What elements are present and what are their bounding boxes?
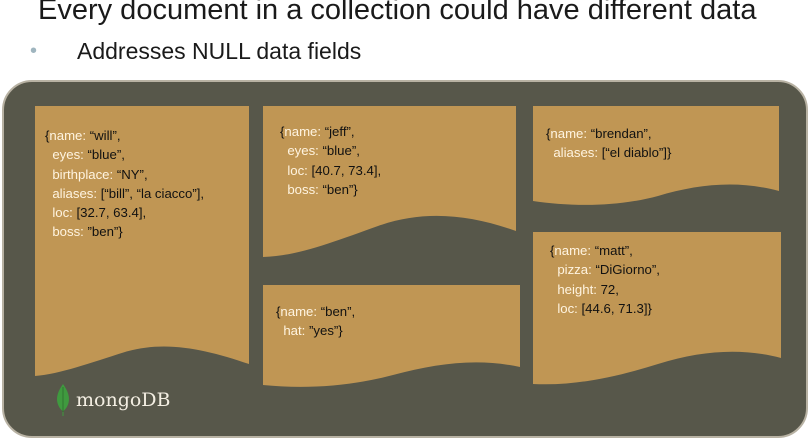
field-value: “NY”, <box>116 166 148 182</box>
mongodb-logo: mongoDB <box>56 384 171 416</box>
document-line: loc: [32.7, 63.4], <box>45 203 204 222</box>
field-value: “blue”, <box>322 143 360 159</box>
field-value: “brendan”, <box>590 126 652 141</box>
brace-symbol: { <box>280 124 285 139</box>
field-value: “DiGiorno”, <box>595 262 660 278</box>
document-will-content: {name: “will”, eyes: “blue”, birthplace:… <box>45 126 204 242</box>
field-key: loc: <box>550 300 582 316</box>
document-line: {name: “will”, <box>45 126 204 145</box>
document-line: birthplace: “NY”, <box>45 165 204 184</box>
field-value: [“el diablo”]} <box>601 145 672 161</box>
field-key: name: <box>284 124 325 139</box>
field-value: ”yes”} <box>309 323 343 339</box>
brace-symbol: { <box>546 126 551 141</box>
field-value: “blue”, <box>87 147 125 163</box>
document-line: aliases: [“el diablo”]} <box>546 143 671 162</box>
document-line: {name: “ben”, <box>276 302 355 321</box>
document-line: eyes: “blue”, <box>280 141 381 160</box>
field-key: hat: <box>276 323 309 339</box>
document-line: loc: [44.6, 71.3]} <box>550 299 660 318</box>
document-line: {name: “matt”, <box>550 241 660 260</box>
field-value: 72, <box>600 281 619 297</box>
field-key: aliases: <box>546 145 602 161</box>
field-key: pizza: <box>550 262 596 278</box>
document-line: pizza: “DiGiorno”, <box>550 260 660 279</box>
field-value: [44.6, 71.3]} <box>581 300 652 316</box>
document-shape <box>263 106 516 257</box>
bullet-icon: • <box>30 40 38 62</box>
field-value: [“bill”, “la ciacco”], <box>100 185 205 201</box>
field-value: ”ben”} <box>87 224 123 240</box>
field-key: loc: <box>280 162 312 178</box>
document-ben-content: {name: “ben”, hat: ”yes”} <box>276 302 355 341</box>
field-key: boss: <box>45 224 88 240</box>
mongodb-logo-text: mongoDB <box>76 389 171 411</box>
slide-title: Every document in a collection could hav… <box>38 0 757 26</box>
document-brendan-content: {name: “brendan”, aliases: [“el diablo”]… <box>546 124 671 163</box>
field-key: aliases: <box>45 185 101 201</box>
document-matt-content: {name: “matt”, pizza: “DiGiorno”, height… <box>550 241 660 318</box>
field-key: eyes: <box>280 143 323 159</box>
field-value: [32.7, 63.4], <box>76 205 147 221</box>
field-value: “will”, <box>89 128 121 143</box>
field-key: name: <box>280 304 321 319</box>
document-line: {name: “jeff”, <box>280 122 381 141</box>
field-value: [40.7, 73.4], <box>311 162 382 178</box>
field-key: name: <box>550 126 591 141</box>
brace-symbol: { <box>45 128 50 143</box>
brace-symbol: { <box>276 304 281 319</box>
document-line: eyes: “blue”, <box>45 145 204 164</box>
field-value: “ben”, <box>320 304 356 319</box>
document-shape <box>263 285 520 387</box>
document-line: {name: “brendan”, <box>546 124 671 143</box>
document-line: boss: “ben”} <box>280 180 381 199</box>
field-key: boss: <box>280 181 323 197</box>
document-ben: {name: “ben”, hat: ”yes”} <box>263 285 520 388</box>
document-will: {name: “will”, eyes: “blue”, birthplace:… <box>35 106 249 378</box>
field-key: name: <box>554 243 595 258</box>
mongodb-leaf-icon <box>57 384 69 416</box>
brace-symbol: { <box>550 243 555 258</box>
document-jeff-content: {name: “jeff”, eyes: “blue”, loc: [40.7,… <box>280 122 381 199</box>
field-value: “jeff”, <box>324 124 355 139</box>
document-line: aliases: [“bill”, “la ciacco”], <box>45 184 204 203</box>
document-matt: {name: “matt”, pizza: “DiGiorno”, height… <box>533 232 781 388</box>
document-shape <box>533 232 781 385</box>
document-brendan: {name: “brendan”, aliases: [“el diablo”]… <box>533 106 779 209</box>
document-shape <box>35 106 249 376</box>
document-jeff: {name: “jeff”, eyes: “blue”, loc: [40.7,… <box>263 106 516 262</box>
document-shape <box>533 106 779 205</box>
field-key: eyes: <box>45 147 88 163</box>
field-value: “ben”} <box>322 181 358 197</box>
field-key: height: <box>550 281 601 297</box>
document-line: boss: ”ben”} <box>45 222 204 241</box>
field-key: birthplace: <box>45 166 117 182</box>
document-line: height: 72, <box>550 280 660 299</box>
field-key: loc: <box>45 205 77 221</box>
document-line: loc: [40.7, 73.4], <box>280 161 381 180</box>
document-line: hat: ”yes”} <box>276 321 355 340</box>
field-key: name: <box>49 128 90 143</box>
slide-subtitle: Addresses NULL data fields <box>77 38 362 64</box>
field-value: “matt”, <box>594 243 633 258</box>
